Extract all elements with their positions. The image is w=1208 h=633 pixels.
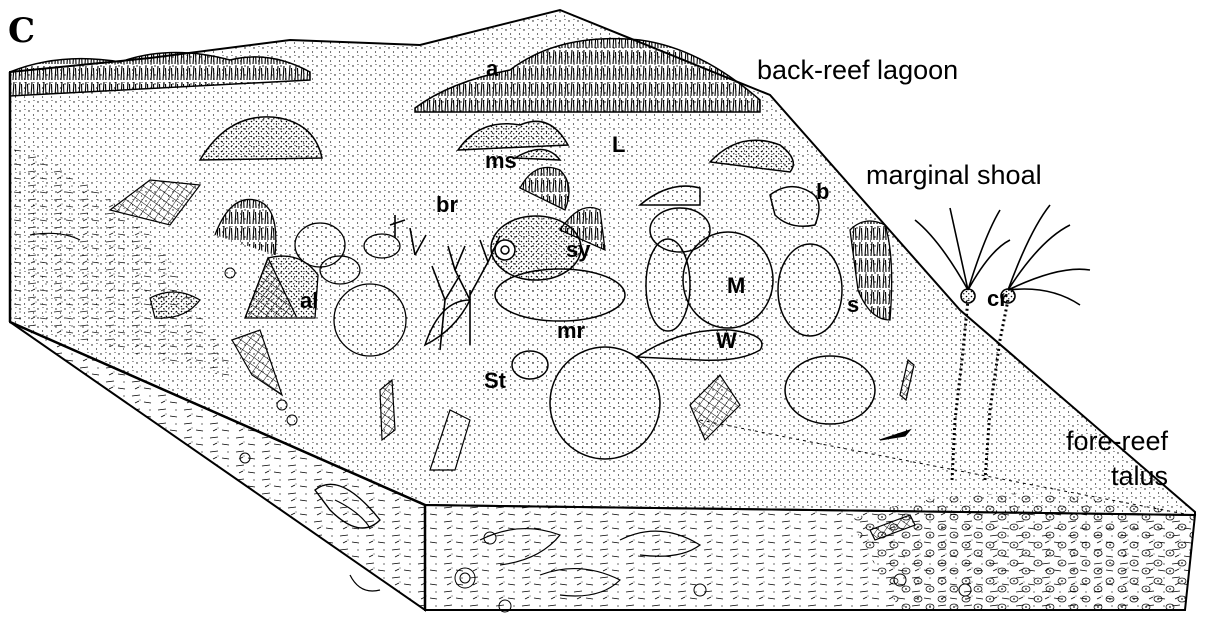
fossil-label-W: W [716,330,737,352]
fossil-label-ms: ms [485,150,517,172]
zone-label-back-reef-lagoon: back-reef lagoon [757,57,958,84]
fossil-label-M: M [727,275,745,297]
panel-letter: C [8,14,35,48]
fossil-label-mr: mr [557,320,585,342]
fossil-label-sy: sy [566,239,590,261]
fossil-label-b: b [816,181,829,203]
zone-label-fore-reef-talus: fore-reef talus [1066,424,1168,494]
fossil-label-s: s [847,294,859,316]
fossil-label-a: a [486,58,498,80]
fossil-label-cr: cr [987,288,1008,310]
fossil-label-al: al [300,290,318,312]
fossil-label-St: St [484,370,506,392]
fossil-label-L: L [612,134,625,156]
fossil-label-br: br [436,194,458,216]
reef-mound-mr [495,269,625,321]
zone-label-marginal-shoal: marginal shoal [866,162,1042,189]
